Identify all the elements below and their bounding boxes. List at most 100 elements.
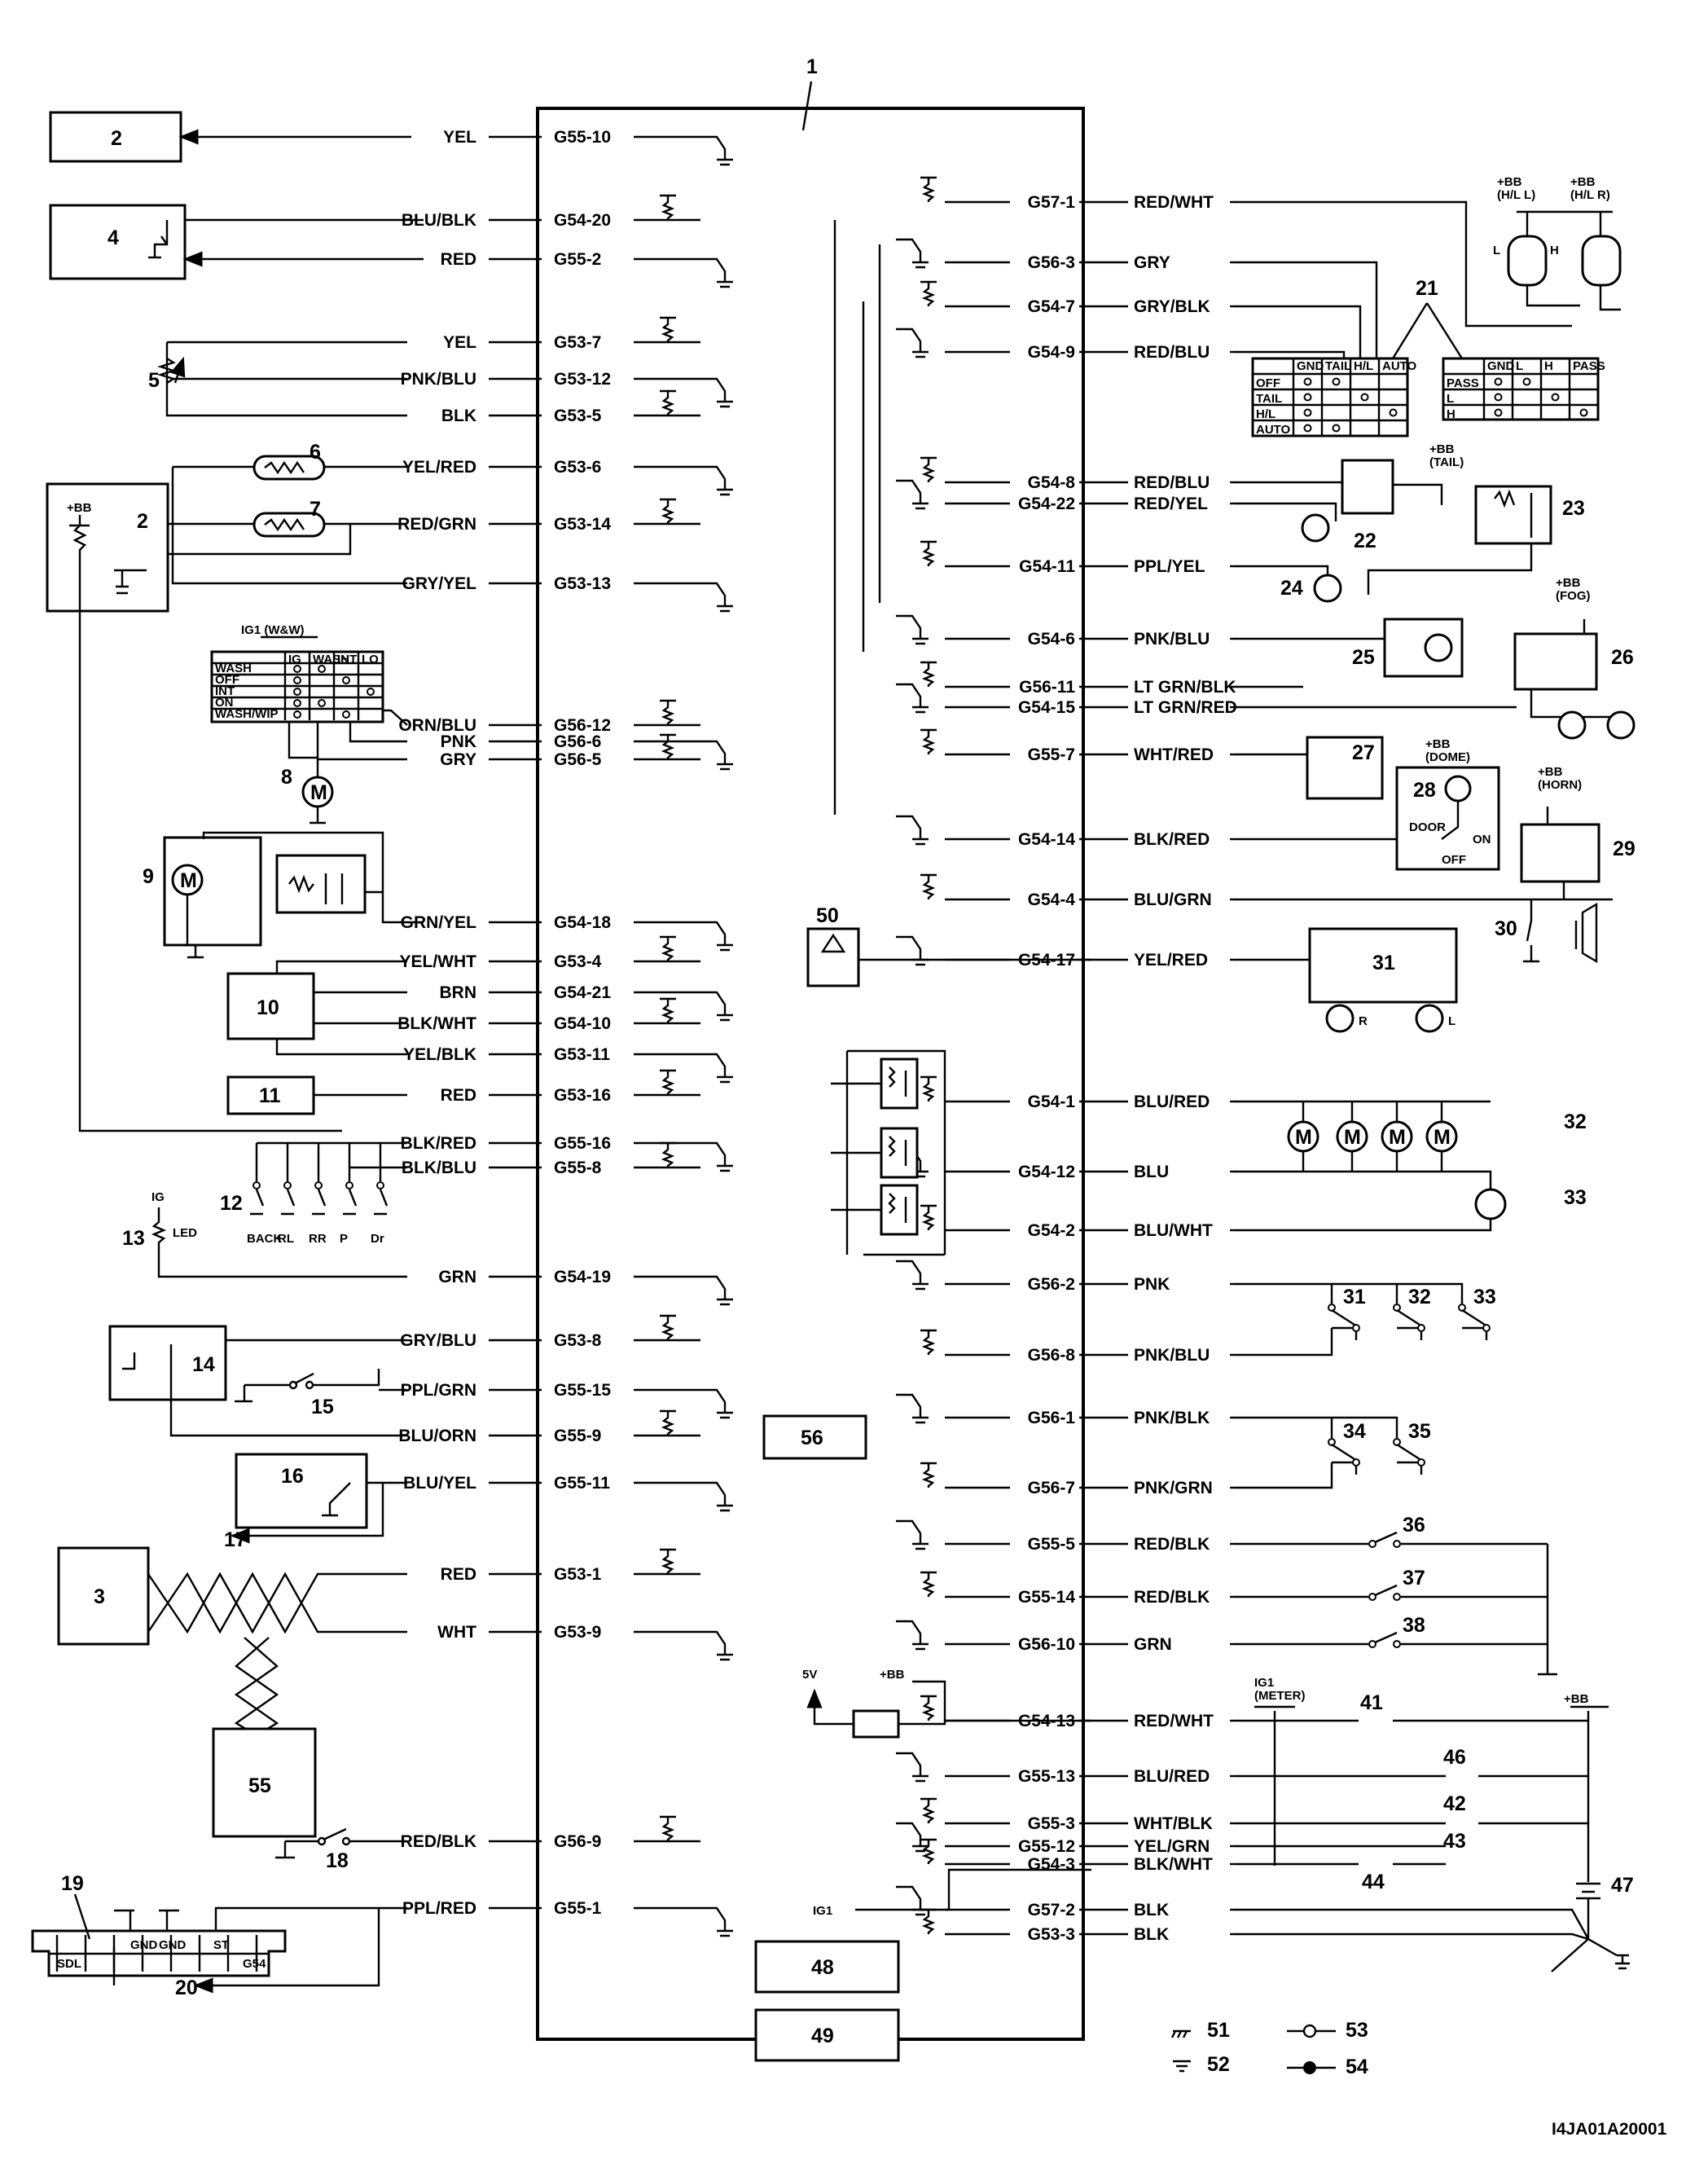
- wire-color-label: LT GRN/RED: [1134, 698, 1237, 717]
- ecm-label: 1: [806, 55, 818, 78]
- table-row-label: INT: [215, 684, 235, 698]
- dome-lamp-28: [1444, 775, 1472, 802]
- lamp-24: [1313, 574, 1342, 603]
- callout-9: 9: [143, 865, 154, 888]
- door-switch-rr: RR: [309, 1143, 327, 1246]
- dlc-pin-label: GND: [159, 1938, 187, 1952]
- pull-resistor: [661, 735, 675, 759]
- callout-43: 42: [1443, 1792, 1466, 1815]
- switch-callout: 35: [1408, 1420, 1431, 1443]
- table-row-label: H/L: [1256, 407, 1276, 421]
- wire-color-label: GRN: [438, 1268, 476, 1286]
- driver-transistor: [700, 1141, 733, 1172]
- driver-transistor: [896, 815, 929, 846]
- pin-label: G57-2: [1028, 1901, 1075, 1919]
- wire-color-label: WHT/BLK: [1134, 1814, 1213, 1833]
- table-row-label: OFF: [215, 673, 239, 687]
- lock-motor-label: M: [1389, 1126, 1406, 1149]
- motor-8-label: M: [310, 781, 327, 804]
- callout-28: 28: [1413, 779, 1436, 802]
- callout-2b: 2: [137, 510, 148, 533]
- door-switch-dr: Dr: [371, 1143, 389, 1246]
- callout-25: 25: [1352, 646, 1375, 669]
- pull-resistor: [921, 1572, 936, 1597]
- driver-transistor: [896, 238, 929, 269]
- pull-resistor: [921, 1463, 936, 1488]
- pin-label: G56-8: [1028, 1346, 1076, 1365]
- wire-color-label: BRN: [440, 983, 477, 1002]
- pin-label: G53-16: [554, 1086, 611, 1105]
- table-head-cell: H/L: [1354, 359, 1373, 373]
- table-head-cell: TAIL: [1325, 359, 1351, 373]
- wire-color-label: PNK/BLU: [1134, 630, 1210, 649]
- wire-color-label: YEL/RED: [402, 458, 476, 477]
- pull-resistor: [921, 1840, 936, 1864]
- dlc-pin-label: ST: [213, 1938, 229, 1952]
- callout-46: 41: [1360, 1691, 1383, 1714]
- driver-transistor: [700, 1275, 733, 1306]
- table-head-cell: INT: [337, 653, 357, 666]
- wire-color-label: GRY/BLK: [1134, 297, 1210, 316]
- callout-17: 17: [224, 1528, 247, 1551]
- pin-label: G53-4: [554, 952, 602, 971]
- lamp-31-r: [1325, 1004, 1355, 1033]
- wire-color-label: BLK: [1134, 1901, 1169, 1919]
- table-head-cell: H: [1544, 359, 1553, 373]
- motor-33: [1474, 1188, 1507, 1220]
- table-row-label: TAIL: [1256, 392, 1282, 406]
- driver-transistor: [896, 1260, 929, 1291]
- driver-transistor: [700, 257, 733, 288]
- pin-label: G57-1: [1028, 193, 1076, 212]
- driver-transistor: [896, 1752, 929, 1783]
- door-switch-label: Dr: [371, 1232, 384, 1246]
- pull-resistor: [661, 1143, 675, 1167]
- internal-relay: [831, 1058, 919, 1110]
- table-row-label: H: [1447, 407, 1456, 421]
- driver-transistor: [896, 1393, 929, 1424]
- callout-55: 55: [248, 1774, 271, 1797]
- callout-3: 3: [94, 1585, 105, 1608]
- door-switch-label: BACK: [247, 1232, 282, 1246]
- switch-callout: 37: [1403, 1567, 1425, 1590]
- right-row: G57-2 BLK: [945, 1901, 1234, 1919]
- switch-39: 36: [1234, 1514, 1548, 1548]
- lamp-31-l: [1415, 1004, 1444, 1033]
- wire-color-label: WHT/RED: [1134, 745, 1214, 764]
- wire-color-label: YEL/BLK: [403, 1045, 476, 1064]
- callout-47: 44: [1362, 1871, 1385, 1893]
- pin-label: G54-18: [554, 913, 611, 932]
- callout-32: 32: [1564, 1110, 1587, 1133]
- pin-label: G54-7: [1028, 297, 1075, 316]
- pin-label: G56-11: [1019, 678, 1075, 697]
- pin-label: G54-8: [1028, 473, 1076, 492]
- switch-callout: 32: [1408, 1286, 1431, 1308]
- switch-ground-bus: [1538, 1544, 1557, 1676]
- pull-resistor: [661, 999, 675, 1023]
- wire-color-label: BLU/RED: [1134, 1093, 1210, 1111]
- pull-resistor: [661, 1071, 675, 1095]
- callout-4: 4: [108, 226, 119, 249]
- pull-resistor: [921, 1799, 936, 1823]
- driver-transistor: [700, 1906, 733, 1937]
- pull-resistor: [921, 730, 936, 754]
- supply-bb-dome: +BB(DOME): [1425, 737, 1470, 764]
- pin-label: G56-2: [1028, 1275, 1075, 1294]
- light-switch-table: [1251, 357, 1409, 438]
